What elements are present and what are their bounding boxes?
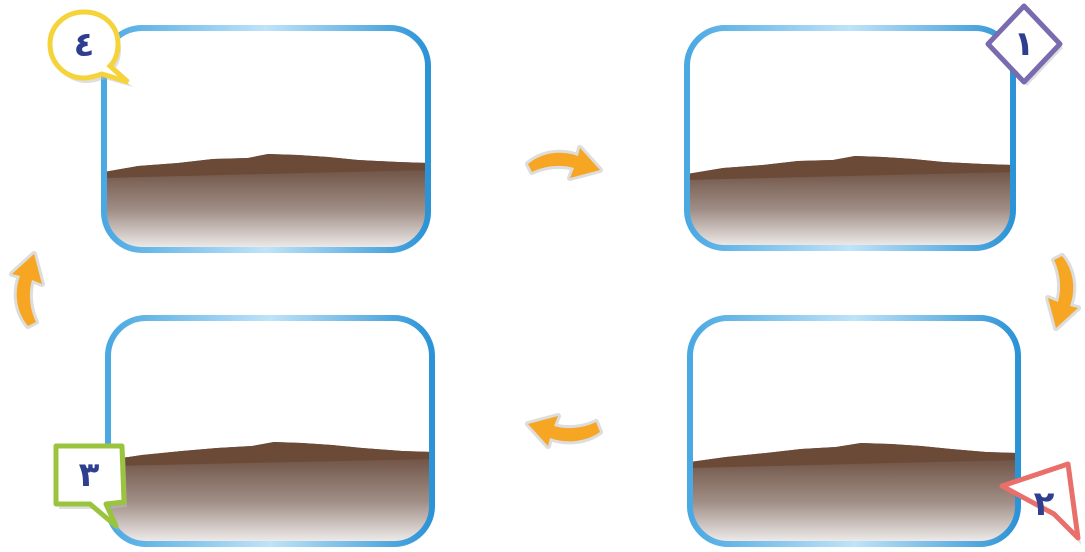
panel-step-1	[683, 24, 1019, 254]
step-badge-2: ٢	[994, 458, 1084, 546]
step-number-4: ٤	[44, 6, 124, 84]
panel-step-2	[686, 312, 1024, 550]
panel-step-3	[102, 312, 438, 550]
arrow-left-icon	[524, 408, 604, 452]
arrow-down-icon	[1040, 252, 1084, 332]
arrow-up-icon	[6, 250, 50, 330]
step-badge-1: ١	[982, 2, 1066, 100]
step-number-3: ٣	[46, 440, 132, 510]
step-number-1: ١	[982, 2, 1066, 86]
step-number-2: ٢	[1004, 466, 1084, 542]
arrow-right-icon	[524, 142, 604, 186]
step-badge-4: ٤	[44, 6, 134, 88]
panel-step-4	[98, 22, 434, 256]
step-badge-3: ٣	[46, 440, 132, 532]
